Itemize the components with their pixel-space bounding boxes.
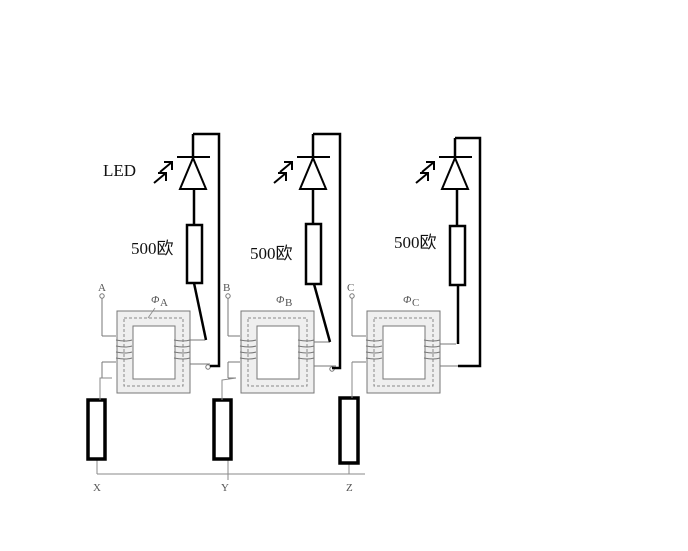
return-wire-c [455, 136, 482, 368]
flux-c-label: Φ [403, 294, 412, 306]
resistor-c-label: 500欧 [394, 233, 437, 252]
terminal-z-label: Z [346, 482, 353, 494]
return-wire-b [313, 132, 342, 370]
resistor-a-label: 500欧 [131, 239, 174, 258]
flux-path-b [247, 317, 308, 387]
flux-a-sub: A [160, 297, 168, 309]
flux-b-label: Φ [276, 294, 285, 306]
terminal-c-label: C [347, 282, 354, 294]
wire-a-load [99, 377, 112, 400]
transformer-c: C Φ C [347, 282, 458, 394]
light-arrows-c [415, 161, 435, 184]
resistor-b [304, 222, 323, 286]
flux-b-sub: B [285, 297, 292, 309]
flux-a-leader [147, 307, 156, 319]
led-branch-b: 500欧 [250, 132, 342, 370]
flux-a-label: Φ [151, 294, 160, 306]
led-branch-c: 500欧 [394, 136, 482, 368]
terminal-b-label: B [223, 282, 230, 294]
flux-path-a [123, 317, 184, 387]
light-arrows-a [153, 161, 173, 184]
core-b-window [256, 325, 300, 380]
flux-c-sub: C [412, 297, 419, 309]
transformer-a: A Φ A [98, 282, 211, 394]
load-b [212, 398, 233, 461]
light-arrows-b [273, 161, 293, 184]
terminal-x-label: X [93, 482, 101, 494]
flux-path-c [373, 317, 434, 387]
diode-c-triangle [440, 155, 470, 190]
terminal-b-dot [225, 293, 231, 299]
load-c [338, 396, 360, 465]
terminal-a-label: A [98, 282, 106, 294]
load-a [86, 398, 107, 461]
core-a-window [132, 325, 176, 380]
led-label: LED [103, 161, 136, 180]
led-branch-a: LED 500欧 [103, 132, 221, 368]
neutral-bus [96, 459, 365, 480]
return-wire-a [193, 132, 221, 368]
terminal-a2-dot [205, 364, 211, 370]
core-c-window [382, 325, 426, 380]
resistor-b-label: 500欧 [250, 244, 293, 263]
terminal-a-dot [99, 293, 105, 299]
diode-b-triangle [298, 155, 328, 190]
transformer-b: B Φ B [223, 282, 336, 394]
terminal-y-label: Y [221, 482, 229, 494]
resistor-c [448, 224, 467, 287]
wire-b-load [221, 377, 237, 400]
terminal-c-dot [349, 293, 355, 299]
diode-a-triangle [178, 155, 208, 190]
resistor-a [185, 223, 204, 285]
